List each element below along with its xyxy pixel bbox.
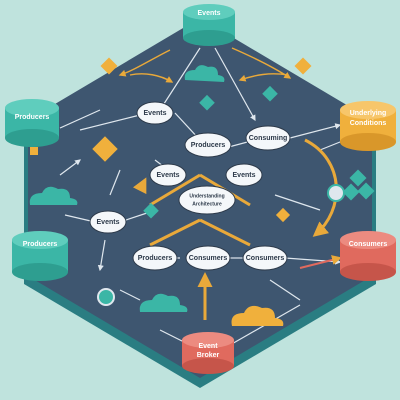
- cylinder-right-consumers: Consumers: [340, 231, 396, 281]
- producers-center-label: Producers: [191, 142, 226, 149]
- node-events-upper: Events: [136, 101, 174, 125]
- consumers-right-label: Consumers: [246, 255, 285, 262]
- cube-cluster-icon: [342, 169, 375, 201]
- node-consuming: Consuming: [245, 125, 291, 151]
- flow-arrow: [132, 177, 147, 195]
- cylinder-right-underlying: Underlying Conditions: [340, 101, 396, 151]
- left-producers-lower-label: Producers: [23, 241, 58, 248]
- cloud-icon: [29, 186, 78, 205]
- connector: [274, 194, 321, 211]
- flow-arrow: [118, 49, 171, 77]
- events-left-lower-label: Events: [97, 219, 120, 226]
- conditions-label: Conditions: [350, 120, 387, 127]
- cloud-icon: [139, 293, 188, 312]
- connector: [109, 169, 121, 196]
- consuming-label: Consuming: [249, 135, 288, 142]
- core-label-2: Architecture: [192, 201, 222, 207]
- upper-flow: [118, 47, 292, 83]
- connector: [159, 47, 201, 112]
- flow-arrow: [129, 73, 174, 83]
- connector: [59, 159, 81, 176]
- cylinder-event-broker: Event Broker: [182, 332, 234, 374]
- events-center-left-label: Events: [157, 172, 180, 179]
- cloud-icon: [231, 305, 284, 326]
- cube-icon: [143, 202, 159, 219]
- events-upper-label: Events: [144, 110, 167, 117]
- node-events-left-lower: Events: [89, 210, 127, 234]
- broker-label-1: Event: [198, 343, 218, 350]
- node-producers-center: Producers: [184, 132, 232, 158]
- flow-arrow: [199, 218, 251, 247]
- connector: [284, 257, 342, 265]
- connector: [289, 123, 342, 139]
- primary-flow: [132, 138, 338, 320]
- node-events-center-left: Events: [149, 163, 187, 187]
- connector: [97, 239, 106, 272]
- flow-arrow: [238, 73, 289, 82]
- node-producers-lower: Producers: [132, 245, 178, 271]
- hub-icon: [97, 288, 115, 306]
- connector: [214, 47, 256, 122]
- cube-icon: [30, 147, 38, 155]
- cylinder-left-producers-lower: Producers: [12, 231, 68, 281]
- cloud-icon: [184, 65, 225, 82]
- right-consumers-label: Consumers: [349, 241, 388, 248]
- cube-icon: [199, 94, 215, 111]
- node-events-center-right: Events: [225, 163, 263, 187]
- left-producers-label: Producers: [15, 114, 50, 121]
- connector: [59, 109, 101, 129]
- alert-arrow: [299, 255, 342, 269]
- cylinder-top-events: Events: [183, 4, 235, 46]
- cube-icon: [294, 57, 312, 75]
- node-core-architecture: Understanding Architecture: [178, 185, 236, 215]
- cube-icon: [100, 57, 118, 75]
- node-consumers-center: Consumers: [185, 245, 231, 271]
- connector: [79, 114, 141, 131]
- top-events-label: Events: [198, 10, 221, 17]
- flow-arrow: [149, 218, 201, 247]
- cylinder-left-producers: Producers: [5, 99, 59, 147]
- consumers-center-label: Consumers: [189, 255, 228, 262]
- core-label-1: Understanding: [189, 193, 224, 199]
- producers-lower-label: Producers: [138, 255, 173, 262]
- broker-label-2: Broker: [197, 352, 220, 359]
- node-consumers-right: Consumers: [242, 245, 288, 271]
- connector: [269, 279, 301, 301]
- cube-icon: [275, 207, 291, 223]
- underlying-label: Underlying: [350, 110, 387, 117]
- events-center-right-label: Events: [233, 172, 256, 179]
- connector: [119, 289, 141, 301]
- flow-arrow: [149, 173, 201, 207]
- hub-icon: [327, 184, 345, 202]
